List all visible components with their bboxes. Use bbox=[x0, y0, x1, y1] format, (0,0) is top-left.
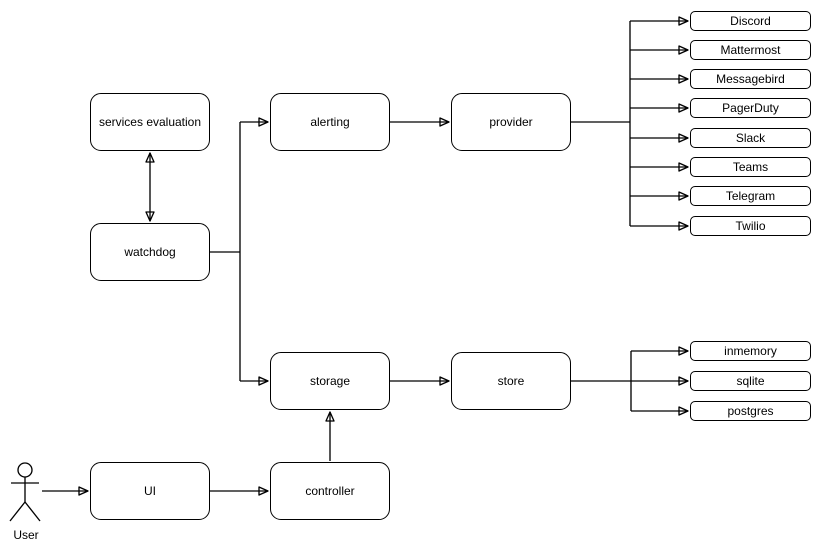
node-postgres: postgres bbox=[690, 401, 811, 421]
node-label: storage bbox=[309, 373, 351, 388]
node-pagerduty: PagerDuty bbox=[690, 98, 811, 118]
leaf-label: sqlite bbox=[736, 374, 765, 388]
node-twilio: Twilio bbox=[690, 216, 811, 236]
node-label: watchdog bbox=[124, 244, 176, 259]
node-watchdog: watchdog bbox=[90, 223, 210, 281]
node-sqlite: sqlite bbox=[690, 371, 811, 391]
node-slack: Slack bbox=[690, 128, 811, 148]
node-provider: provider bbox=[451, 93, 571, 151]
node-inmemory: inmemory bbox=[690, 341, 811, 361]
leaf-label: inmemory bbox=[724, 344, 777, 358]
node-telegram: Telegram bbox=[690, 186, 811, 206]
node-store: store bbox=[451, 352, 571, 410]
node-label: UI bbox=[144, 483, 156, 498]
node-alerting: alerting bbox=[270, 93, 390, 151]
node-label: services evaluation bbox=[98, 114, 202, 129]
leaf-label: Discord bbox=[730, 14, 771, 28]
node-discord: Discord bbox=[690, 11, 811, 31]
user-actor-label: User bbox=[13, 528, 39, 542]
leaf-label: Mattermost bbox=[720, 43, 781, 57]
node-storage: storage bbox=[270, 352, 390, 410]
leaf-label: Messagebird bbox=[716, 72, 785, 86]
edge-store-trunk bbox=[571, 351, 632, 411]
node-label: controller bbox=[305, 483, 355, 498]
node-ui: UI bbox=[90, 462, 210, 520]
node-label: store bbox=[497, 373, 525, 388]
edge-provider-trunk bbox=[571, 21, 631, 226]
node-label: alerting bbox=[310, 114, 350, 129]
node-mattermost: Mattermost bbox=[690, 40, 811, 60]
edge-watchdog-trunk bbox=[210, 122, 241, 381]
leaf-label: Teams bbox=[732, 160, 769, 174]
leaf-label: Slack bbox=[735, 131, 766, 145]
leaf-label: PagerDuty bbox=[722, 101, 779, 115]
node-services-evaluation: services evaluation bbox=[90, 93, 210, 151]
leaf-label: Telegram bbox=[725, 189, 776, 203]
node-messagebird: Messagebird bbox=[690, 69, 811, 89]
node-teams: Teams bbox=[690, 157, 811, 177]
node-label: provider bbox=[489, 114, 533, 129]
node-controller: controller bbox=[270, 462, 390, 520]
leaf-label: Twilio bbox=[735, 219, 766, 233]
user-actor-icon bbox=[9, 462, 41, 522]
leaf-label: postgres bbox=[727, 404, 774, 418]
